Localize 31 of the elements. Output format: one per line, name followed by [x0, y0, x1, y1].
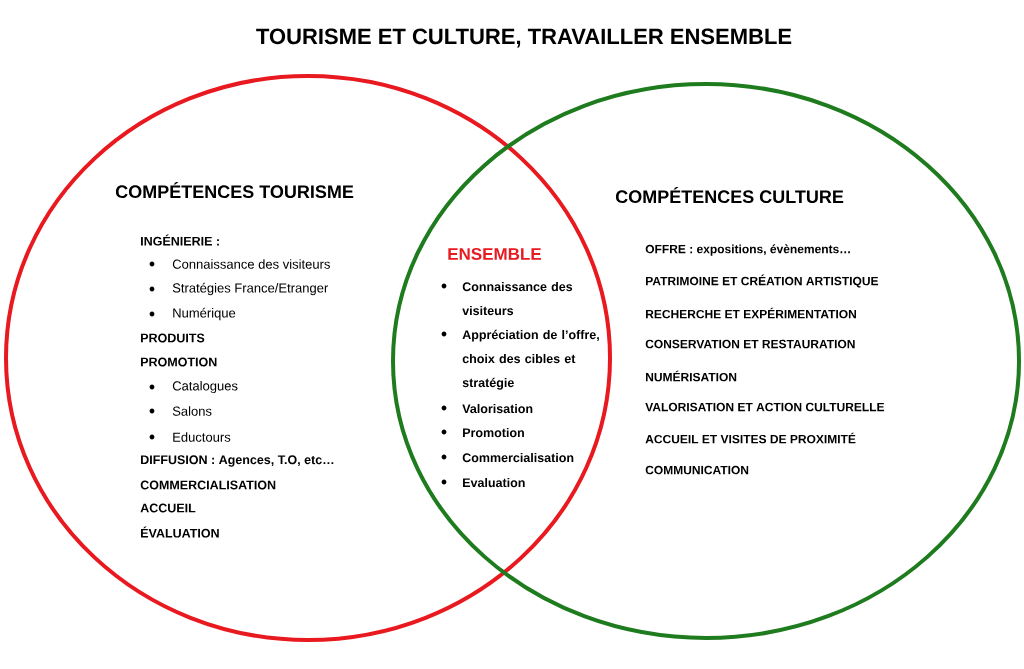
bullet-item: Appréciation de l’offre, choix des cibles et stratégie	[441, 329, 599, 390]
list-item: COMMUNICATION	[645, 465, 749, 475]
title: TOURISME ET CULTURE, TRAVAILLER ENSEMBLE	[256, 28, 792, 48]
heading: COMPÉTENCES TOURISME	[115, 181, 354, 199]
list-item: RECHERCHE ET EXPÉRIMENTATION	[646, 307, 856, 319]
bullet-item: Evaluation	[441, 477, 525, 488]
bullet-item: Eductours	[149, 432, 231, 442]
list-item: OFFRE : expositions, évènements…	[645, 244, 850, 256]
list-item: VALORISATION ET ACTION CULTURELLE	[645, 402, 885, 412]
list-item: COMMERCIALISATION	[140, 480, 276, 490]
list-item: CONSERVATION ET RESTAURATION	[645, 339, 855, 349]
heading: ENSEMBLE	[448, 248, 541, 261]
heading: COMPÉTENCES CULTURE	[615, 186, 844, 204]
list-item: DIFFUSION : Agences, T.O, etc…	[141, 455, 334, 467]
bullet-item: Stratégies France/Etranger	[149, 282, 329, 296]
bullet-item: Promotion	[441, 427, 524, 438]
list-item: INGÉNIERIE :	[141, 234, 219, 246]
bullet-item: Numérique	[149, 307, 236, 321]
bullet-item: Connaissance des visiteurs	[441, 281, 573, 316]
bullet-item: Commercialisation	[441, 452, 574, 463]
list-item: PATRIMOINE ET CRÉATION ARTISTIQUE	[646, 274, 879, 288]
list-item: NUMÉRISATION	[646, 370, 737, 382]
bullet-item: Catalogues	[149, 380, 238, 394]
bullet-item: Valorisation	[441, 403, 533, 414]
list-item: ÉVALUATION	[141, 526, 219, 538]
bullet-item: Salons	[149, 406, 212, 416]
list-item: ACCUEIL ET VISITES DE PROXIMITÉ	[645, 432, 856, 444]
list-item: ACCUEIL	[140, 503, 196, 513]
bullet-item: Connaissance des visiteurs	[149, 259, 330, 269]
list-item: PROMOTION	[141, 357, 217, 367]
list-item: PRODUITS	[141, 333, 205, 343]
